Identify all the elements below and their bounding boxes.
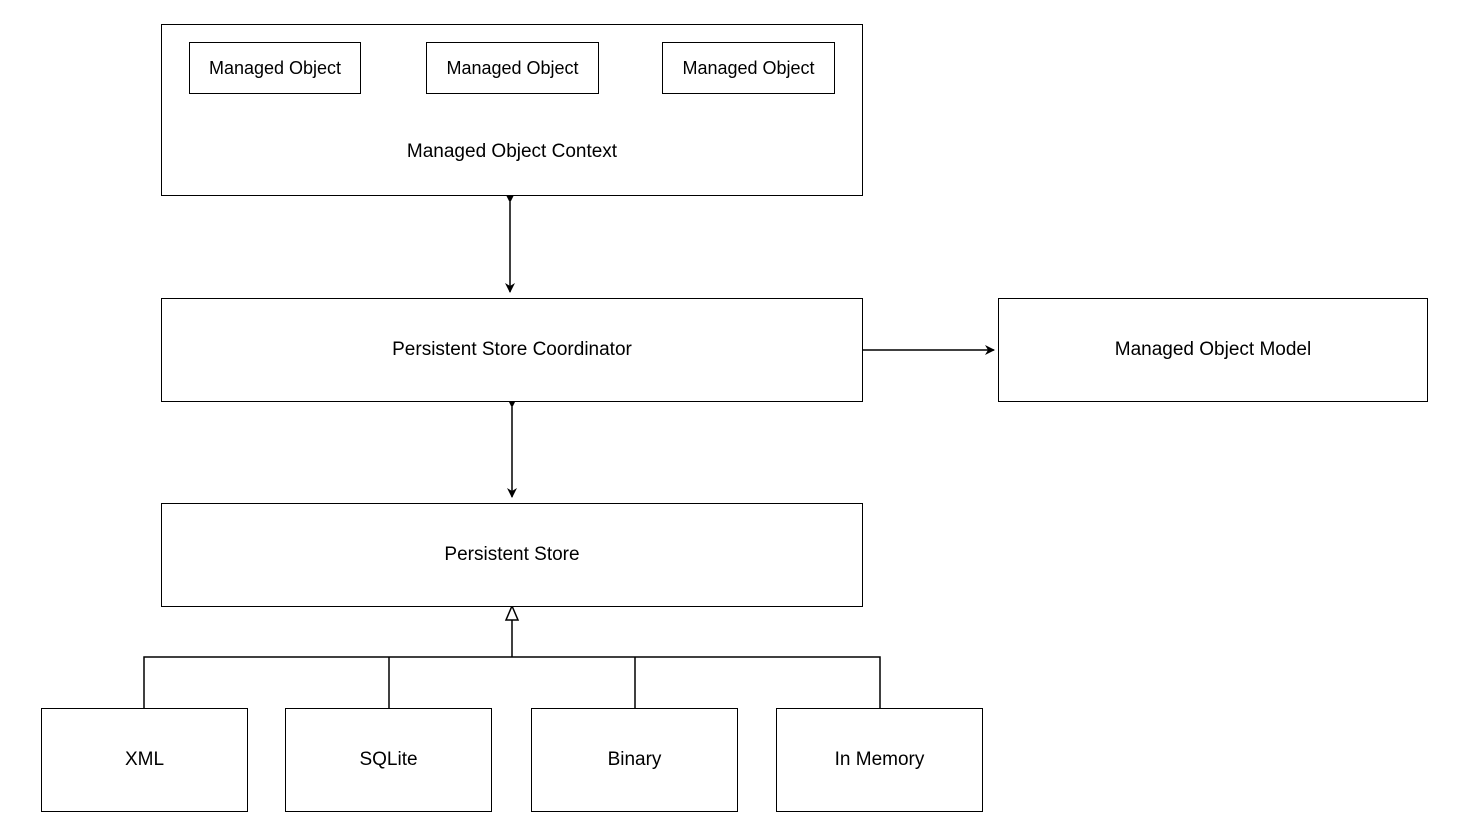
managed-object-model-box: Managed Object Model [998,298,1428,402]
store-type-label: XML [124,749,165,770]
store-type-in-memory-box: In Memory [776,708,983,812]
store-type-label: Binary [607,749,662,770]
store-type-label: SQLite [359,749,418,770]
managed-object-model-label: Managed Object Model [1114,339,1312,360]
persistent-store-box: Persistent Store [161,503,863,607]
inheritance-connector [143,604,881,709]
persistent-store-coordinator-label: Persistent Store Coordinator [392,339,632,360]
managed-object-context-label: Managed Object Context [406,141,618,162]
managed-object-box-2: Managed Object [426,42,599,94]
persistent-store-label: Persistent Store [444,544,580,565]
managed-object-box-3: Managed Object [662,42,835,94]
inheritance-triangle [504,604,520,621]
managed-object-label: Managed Object [208,57,342,78]
managed-object-label: Managed Object [682,57,815,78]
persistent-store-coordinator-box: Persistent Store Coordinator [161,298,863,402]
store-type-xml-box: XML [41,708,248,812]
managed-object-label: Managed Object [446,57,579,78]
managed-object-box-1: Managed Object [189,42,361,94]
store-type-label: In Memory [834,749,925,770]
store-type-binary-box: Binary [531,708,738,812]
store-type-sqlite-box: SQLite [285,708,492,812]
